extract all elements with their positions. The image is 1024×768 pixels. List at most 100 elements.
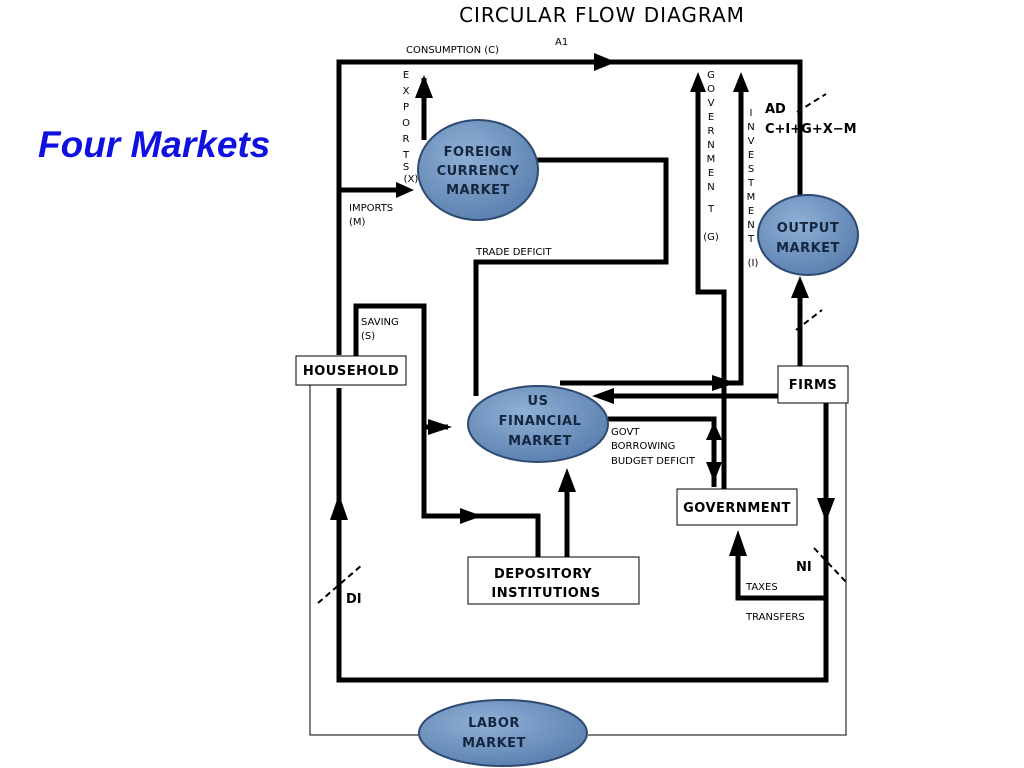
slide-title: Four Markets	[38, 124, 271, 165]
svg-text:N: N	[707, 140, 714, 151]
budget-deficit-label: BUDGET DEFICIT	[611, 456, 696, 467]
svg-text:S: S	[748, 164, 754, 175]
investment-flow	[560, 90, 744, 386]
svg-text:V: V	[748, 136, 755, 147]
svg-text:N: N	[747, 122, 754, 133]
imports-symbol-label: (M)	[349, 217, 366, 228]
di-label: DI	[346, 592, 362, 607]
arrow-exports	[415, 75, 433, 98]
trade-deficit-label: TRADE DEFICIT	[475, 247, 552, 258]
arrow-taxes	[729, 530, 747, 556]
firms-label: FIRMS	[789, 378, 838, 393]
arrow-saving	[428, 419, 452, 435]
svg-text:R: R	[708, 126, 715, 137]
svg-text:P: P	[403, 102, 409, 113]
ad-formula-label: C+I+G+X−M	[765, 122, 857, 137]
arrow-borrowing-down	[706, 462, 722, 482]
consumption-label: CONSUMPTION (C)	[406, 45, 499, 56]
svg-text:O: O	[402, 118, 410, 129]
foreign-currency-market: FOREIGN CURRENCY MARKET	[417, 119, 539, 221]
svg-text:X: X	[403, 86, 410, 97]
svg-text:V: V	[708, 98, 715, 109]
svg-text:T: T	[747, 178, 755, 189]
labor-market: LABOR MARKET	[418, 699, 588, 767]
svg-text:G: G	[707, 70, 715, 81]
svg-text:N: N	[747, 220, 754, 231]
government-spending-label: G O V E R N M E N T (G)	[703, 70, 719, 243]
taxes-flow	[735, 556, 826, 601]
arrow-di	[330, 494, 348, 520]
consumption-flow	[336, 59, 803, 355]
labor-label-1: LABOR	[468, 716, 520, 731]
govt-label: GOVT	[611, 427, 640, 438]
borrowing-label: BORROWING	[611, 441, 675, 452]
arrow-dep-up	[558, 468, 576, 492]
fcm-label-1: FOREIGN	[444, 145, 513, 160]
government-spending-flow	[695, 90, 727, 490]
svg-text:I: I	[750, 108, 753, 119]
saving-label: SAVING	[361, 317, 399, 328]
svg-text:E: E	[748, 150, 754, 161]
firms-box: FIRMS	[777, 365, 849, 404]
usfm-label-3: MARKET	[508, 434, 572, 449]
transfers-label: TRANSFERS	[745, 612, 805, 623]
arrow-borrowing-up	[706, 422, 722, 440]
svg-text:E: E	[708, 112, 714, 123]
arrow-depository	[460, 508, 482, 524]
arrowheads	[330, 53, 835, 556]
labor-loop	[309, 384, 847, 736]
tick-marks	[317, 93, 847, 604]
imports-label: IMPORTS	[349, 203, 393, 214]
government-box: GOVERNMENT	[676, 488, 798, 526]
arrow-investment-right	[712, 375, 736, 391]
usfm-label-1: US	[528, 394, 549, 409]
ni-label: NI	[796, 560, 812, 575]
household-box: HOUSEHOLD	[295, 355, 407, 386]
arrow-investment	[733, 72, 749, 92]
svg-text:(X): (X)	[404, 174, 419, 185]
exports-label: E X P O R T S (X)	[402, 70, 418, 185]
taxes-label: TAXES	[745, 582, 778, 593]
svg-text:O: O	[707, 84, 715, 95]
svg-text:E: E	[708, 168, 714, 179]
arrow-output	[791, 276, 809, 298]
svg-text:M: M	[747, 192, 756, 203]
svg-text:N: N	[707, 182, 714, 193]
household-label: HOUSEHOLD	[303, 364, 399, 379]
svg-text:E: E	[403, 70, 409, 81]
depository-label-2: INSTITUTIONS	[491, 586, 600, 601]
fcm-label-3: MARKET	[446, 183, 510, 198]
arrow-govt-spending	[690, 72, 706, 92]
investment-label: I N V E S T M E N T (I)	[747, 108, 759, 269]
labor-label-2: MARKET	[462, 736, 526, 751]
output-label-1: OUTPUT	[777, 221, 839, 236]
svg-text:T: T	[402, 150, 410, 161]
saving-symbol-label: (S)	[361, 331, 375, 342]
depository-label-1: DEPOSITORY	[494, 567, 592, 582]
svg-text:(I): (I)	[748, 258, 759, 269]
a1-label: A1	[555, 37, 568, 48]
saving-flow	[353, 303, 541, 557]
svg-text:S: S	[403, 162, 409, 173]
svg-text:E: E	[748, 206, 754, 217]
arrow-firms-left	[592, 388, 614, 404]
depository-box: DEPOSITORY INSTITUTIONS	[467, 556, 640, 605]
government-label: GOVERNMENT	[683, 501, 791, 516]
usfm-label-2: FINANCIAL	[499, 414, 582, 429]
output-market: OUTPUT MARKET	[757, 194, 859, 276]
diagram-title: CIRCULAR FLOW DIAGRAM	[459, 3, 745, 27]
arrow-consumption	[594, 53, 616, 71]
ni-flow	[336, 388, 829, 683]
arrow-imports	[396, 182, 414, 198]
svg-text:T: T	[747, 234, 755, 245]
arrow-ni	[817, 498, 835, 522]
trade-deficit-flow	[473, 157, 669, 396]
output-label-2: MARKET	[776, 241, 840, 256]
svg-text:T: T	[707, 204, 715, 215]
svg-text:(G): (G)	[703, 232, 719, 243]
ad-label: AD	[765, 102, 786, 117]
fcm-label-2: CURRENCY	[437, 164, 520, 179]
svg-text:R: R	[403, 134, 410, 145]
svg-text:M: M	[707, 154, 716, 165]
